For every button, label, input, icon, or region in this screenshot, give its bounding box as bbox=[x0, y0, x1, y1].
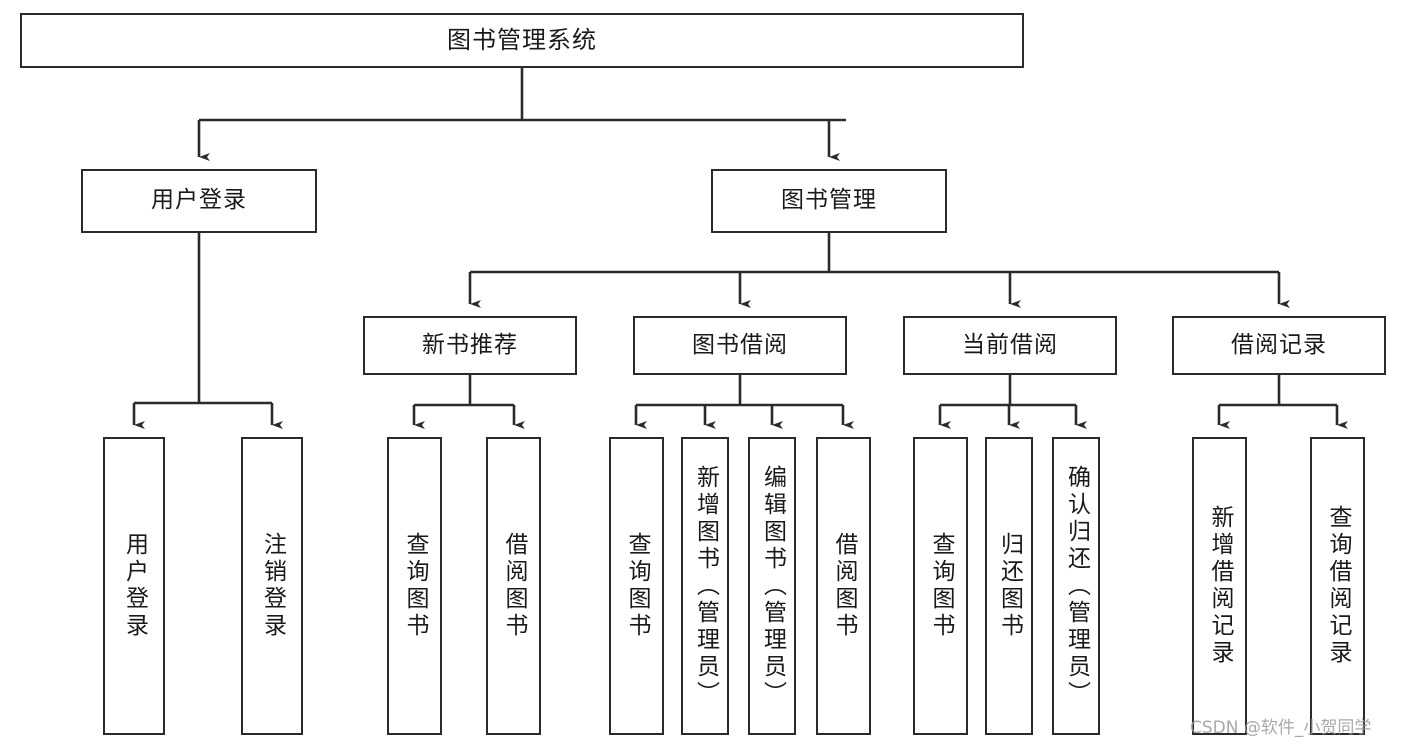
node-leaf-query-record-label: 查询借阅记录 bbox=[1325, 505, 1351, 667]
node-leaf-borrow-book-1-label: 借阅图书 bbox=[501, 532, 527, 640]
node-leaf-return-book[interactable]: 归还图书 bbox=[985, 437, 1033, 735]
node-user-login[interactable]: 用户登录 bbox=[81, 169, 317, 233]
node-leaf-user-login-label: 用户登录 bbox=[121, 532, 148, 640]
node-leaf-user-login[interactable]: 用户登录 bbox=[103, 437, 165, 735]
node-leaf-query-book-3[interactable]: 查询图书 bbox=[913, 437, 968, 735]
node-leaf-borrow-book-1[interactable]: 借阅图书 bbox=[486, 437, 541, 735]
node-leaf-query-record[interactable]: 查询借阅记录 bbox=[1310, 437, 1365, 735]
csdn-watermark: CSDN @软件_小贺同学 bbox=[1190, 718, 1372, 738]
node-leaf-query-book-2-label: 查询图书 bbox=[624, 532, 650, 640]
node-book-manage[interactable]: 图书管理 bbox=[711, 169, 947, 233]
node-leaf-add-book-label: 新增图书（管理员） bbox=[692, 464, 719, 708]
node-new-book-rec[interactable]: 新书推荐 bbox=[363, 316, 577, 375]
node-root-label: 图书管理系统 bbox=[447, 26, 597, 55]
node-leaf-query-book-1-label: 查询图书 bbox=[402, 532, 428, 640]
node-leaf-confirm-return-label: 确认归还（管理员） bbox=[1063, 464, 1090, 708]
node-leaf-confirm-return[interactable]: 确认归还（管理员） bbox=[1052, 437, 1100, 735]
node-leaf-edit-book-label: 编辑图书（管理员） bbox=[759, 464, 786, 708]
node-leaf-borrow-book-2-label: 借阅图书 bbox=[831, 532, 857, 640]
node-book-manage-label: 图书管理 bbox=[781, 187, 877, 214]
node-leaf-add-record-label: 新增借阅记录 bbox=[1207, 505, 1233, 667]
node-root[interactable]: 图书管理系统 bbox=[20, 13, 1024, 68]
node-current-borrow-label: 当前借阅 bbox=[962, 331, 1058, 358]
node-book-borrow-label: 图书借阅 bbox=[692, 331, 788, 358]
node-book-borrow[interactable]: 图书借阅 bbox=[633, 316, 847, 375]
node-leaf-query-book-2[interactable]: 查询图书 bbox=[609, 437, 664, 735]
node-leaf-edit-book[interactable]: 编辑图书（管理员） bbox=[748, 437, 796, 735]
node-borrow-record[interactable]: 借阅记录 bbox=[1172, 316, 1386, 375]
node-new-book-rec-label: 新书推荐 bbox=[422, 331, 518, 358]
node-leaf-logout[interactable]: 注销登录 bbox=[241, 437, 303, 735]
node-leaf-query-book-3-label: 查询图书 bbox=[928, 532, 954, 640]
node-user-login-label: 用户登录 bbox=[151, 187, 247, 214]
node-borrow-record-label: 借阅记录 bbox=[1231, 331, 1327, 358]
node-leaf-add-record[interactable]: 新增借阅记录 bbox=[1192, 437, 1247, 735]
node-leaf-borrow-book-2[interactable]: 借阅图书 bbox=[816, 437, 871, 735]
node-leaf-add-book[interactable]: 新增图书（管理员） bbox=[681, 437, 729, 735]
node-leaf-return-book-label: 归还图书 bbox=[996, 532, 1023, 640]
node-leaf-query-book-1[interactable]: 查询图书 bbox=[387, 437, 442, 735]
node-current-borrow[interactable]: 当前借阅 bbox=[903, 316, 1117, 375]
node-leaf-logout-label: 注销登录 bbox=[259, 532, 286, 640]
